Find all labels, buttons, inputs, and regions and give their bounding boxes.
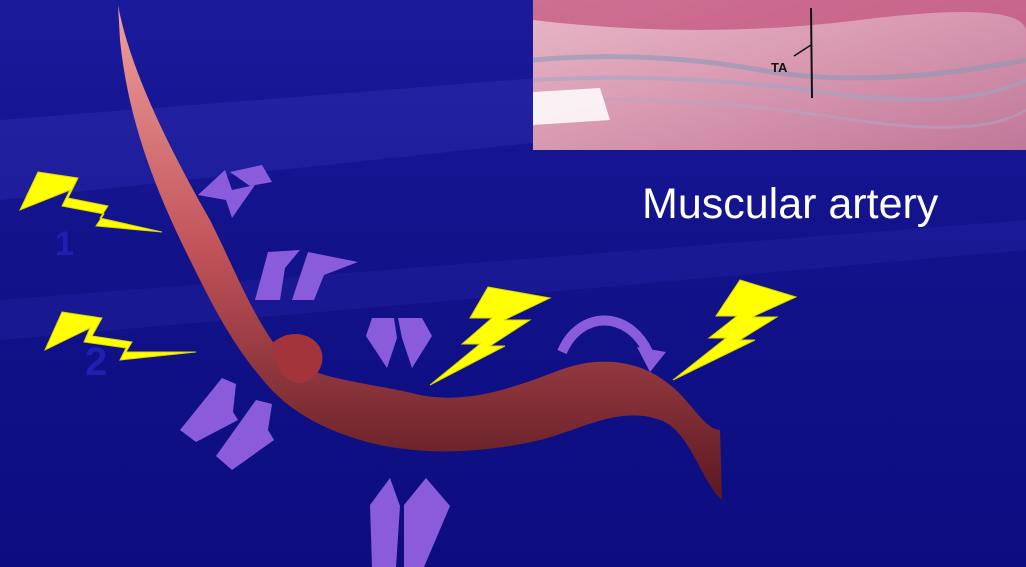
double-arrow-icon xyxy=(366,318,432,368)
micrograph-image: TA xyxy=(533,0,1026,150)
double-arrow-icon xyxy=(370,478,450,567)
slide-title: Muscular artery xyxy=(642,180,938,229)
lightning-bolt-icon xyxy=(673,280,796,380)
micrograph-label: TA xyxy=(771,60,788,75)
lightning-bolt-icon xyxy=(430,287,550,385)
bolt-number-1: 1 xyxy=(55,225,74,263)
bolt-number-2: 2 xyxy=(85,340,107,384)
double-arrow-icon xyxy=(180,378,274,470)
